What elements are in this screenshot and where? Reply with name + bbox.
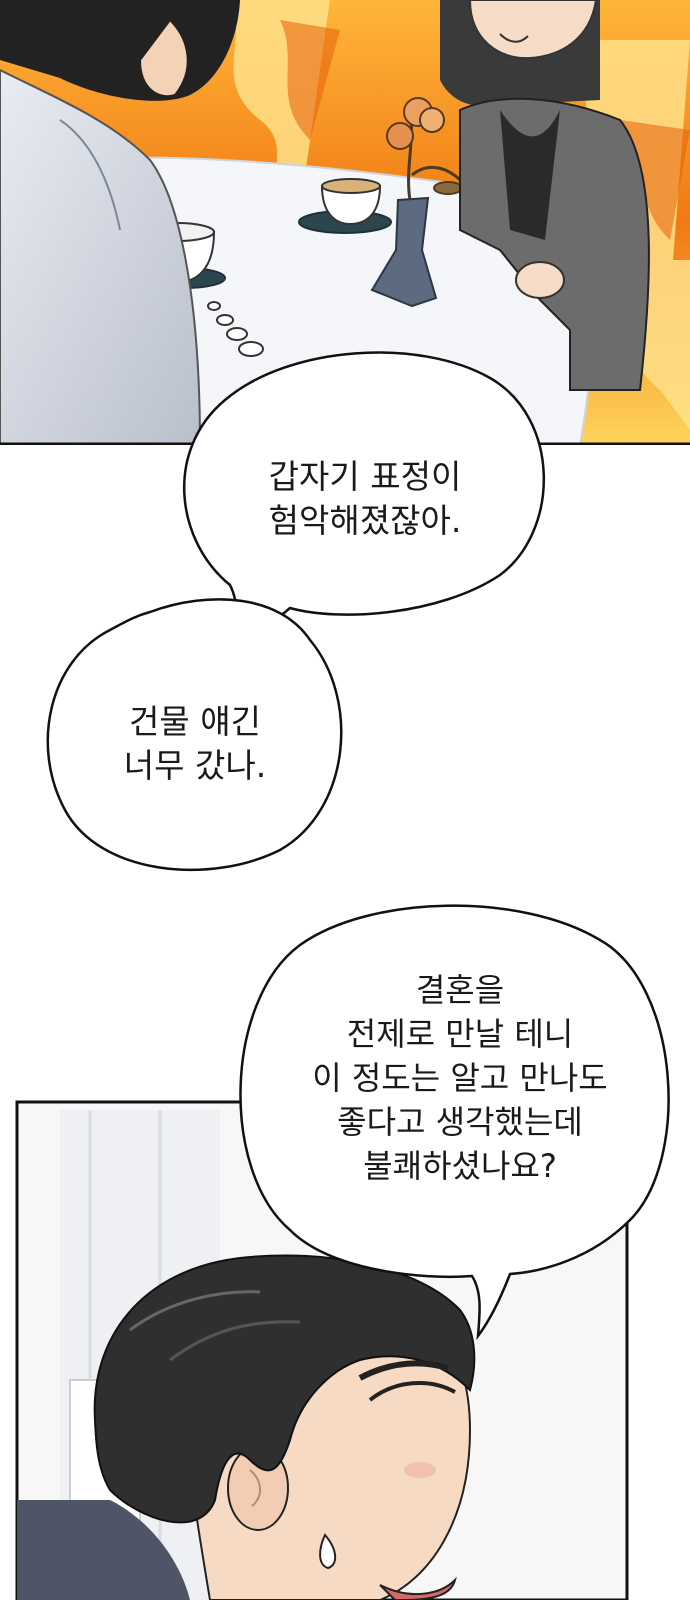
window-background — [60, 1110, 220, 1600]
bubble-2-line-1: 건물 얘긴 — [129, 702, 261, 741]
fire-flames-dark — [280, 20, 690, 240]
bubble-3-line-4: 좋다고 생각했는데 — [337, 1103, 583, 1141]
bubble-2-text: 건물 얘긴 너무 갔나. — [60, 700, 330, 788]
flower-vase — [370, 97, 463, 308]
bubble-3-line-1: 결혼을 — [415, 971, 505, 1009]
bubble-2-line-2: 너무 갔나. — [123, 746, 267, 785]
bubble-3-line-5: 불쾌하셨나요? — [363, 1147, 557, 1185]
bubble-3-line-2: 전제로 만날 테니 — [346, 1015, 574, 1053]
mouth — [379, 1576, 457, 1600]
bubble-1-line-2: 험악해졌잖아. — [268, 501, 462, 540]
teacup-right — [298, 178, 392, 234]
picture-frame — [69, 1379, 141, 1541]
eyebrow — [358, 1360, 449, 1381]
woman-figure — [440, 0, 650, 391]
bubble-3-line-3: 이 정도는 알고 만나도 — [312, 1059, 608, 1097]
bubble-3-text: 결혼을 전제로 만날 테니 이 정도는 알고 만나도 좋다고 생각했는데 불쾌하… — [260, 968, 660, 1188]
bubble-1-text: 갑자기 표정이 험악해졌잖아. — [200, 455, 530, 543]
man-hair — [93, 1254, 476, 1524]
man-face — [178, 1279, 472, 1600]
bubble-1-line-1: 갑자기 표정이 — [268, 457, 462, 496]
jacket — [17, 1500, 190, 1600]
closed-eye — [368, 1381, 456, 1402]
sweat-drop — [319, 1533, 337, 1570]
panel-top-scene — [0, 0, 690, 445]
ear — [227, 1445, 289, 1531]
man-figure — [0, 0, 240, 445]
